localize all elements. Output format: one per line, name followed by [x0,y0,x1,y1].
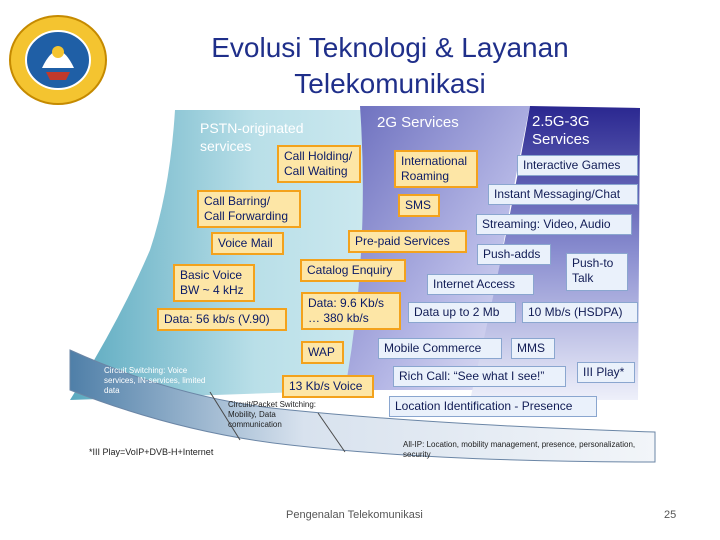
footnote: *III Play=VoIP+DVB-H+Internet [89,447,214,457]
location-identification-box: Location Identification - Presence [389,396,597,417]
g3-zone [470,106,640,400]
iii-play-box: III Play* [577,362,635,383]
catalog-enquiry-box: Catalog Enquiry [300,259,406,282]
internet-access-box: Internet Access [427,274,534,295]
era-divider-1 [209,391,241,441]
interactive-games-box: Interactive Games [517,155,638,176]
mms-box: MMS [511,338,555,359]
university-logo [9,15,107,105]
footer-text: Pengenalan Telekomunikasi [286,509,423,521]
call-barring-box: Call Barring/ Call Forwarding [197,190,301,228]
title-line-1: Evolusi Teknologi & Layanan [211,32,569,63]
mobile-commerce-box: Mobile Commerce [378,338,502,359]
zone-label-pstn: PSTN-originated services [200,120,304,154]
basic-voice-box: Basic Voice BW ~ 4 kHz [173,264,255,302]
hsdpa-box: 10 Mb/s (HSDPA) [522,302,638,323]
title-line-2: Telekomunikasi [294,68,486,99]
push-adds-box: Push-adds [477,244,551,265]
era-band [69,349,656,463]
wap-box: WAP [301,341,344,364]
data-2mb-box: Data up to 2 Mb [408,302,516,323]
data-56-box: Data: 56 kb/s (V.90) [157,308,287,331]
era-all-ip: All-IP: Location, mobility management, p… [403,440,636,459]
era-circuit-switching: Circuit Switching: Voice services, IN-se… [104,366,206,395]
era-circuit-packet: Circuit/Packet Switching: Mobility, Data… [228,400,317,429]
13kb-voice-box: 13 Kb/s Voice [282,375,374,398]
page-number: 25 [664,509,677,521]
push-to-talk-box: Push-to Talk [566,253,628,291]
voice-mail-box: Voice Mail [211,232,284,255]
era-divider-2 [317,412,346,453]
prepaid-box: Pre-paid Services [348,230,467,253]
data-96-box: Data: 9.6 Kb/s … 380 kb/s [301,292,401,330]
zone-label-3g: 2.5G-3G Services [532,113,590,148]
streaming-box: Streaming: Video, Audio [476,214,632,235]
zone-label-2g: 2G Services [377,114,459,131]
call-holding-box: Call Holding/ Call Waiting [277,145,361,183]
international-roaming-box: International Roaming [394,150,478,188]
rich-call-box: Rich Call: “See what I see!” [393,366,566,387]
instant-messaging-box: Instant Messaging/Chat [488,184,638,205]
slide-title: Evolusi Teknologi & Layanan Telekomunika… [120,30,660,102]
sms-box: SMS [398,194,440,217]
